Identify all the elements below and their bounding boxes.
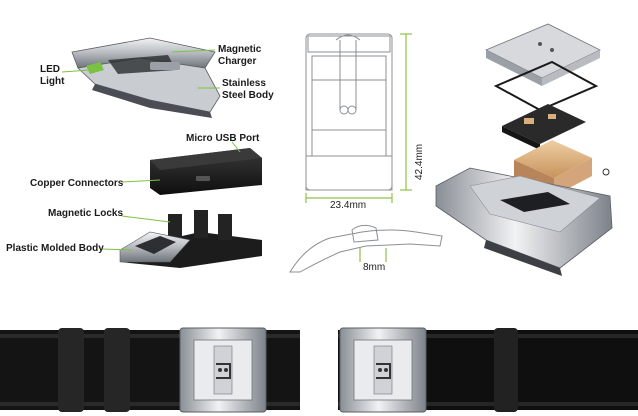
led-light-label-line1: LED (40, 64, 60, 75)
led-light-label: LED Light (40, 64, 64, 88)
plastic-molded-body-label: Plastic Molded Body (6, 243, 104, 254)
stainless-steel-body-label-line2: Steel Body (222, 90, 274, 101)
leader-lines-top (61, 49, 220, 89)
magnetic-charger-label-line2: Charger (218, 56, 257, 67)
leader-lines-bottom (101, 215, 171, 251)
belt-left (0, 327, 300, 413)
copper-connectors-label: Copper Connectors (30, 178, 124, 189)
leader-lines-middle (121, 141, 241, 183)
stainless-steel-body-label: Stainless Steel Body (222, 78, 274, 102)
width-dimension-label: 23.4mm (330, 200, 367, 211)
led-light-label-line2: Light (40, 76, 65, 87)
dimension-lines (305, 33, 412, 262)
magnetic-charger-label: Magnetic Charger (218, 44, 261, 68)
lock-base-assembly (119, 210, 262, 268)
exploded-view (435, 23, 613, 276)
buckle-side-drawing (289, 224, 443, 273)
thickness-dimension-label: 8mm (363, 262, 386, 273)
magnetic-locks-label: Magnetic Locks (48, 208, 124, 219)
buckle-top-assembly (71, 37, 221, 118)
stainless-steel-body-label-line1: Stainless (222, 78, 266, 89)
magnetic-charger-label-line1: Magnetic (218, 44, 262, 55)
micro-usb-port-label: Micro USB Port (186, 133, 260, 144)
charging-module (150, 148, 262, 195)
height-dimension-label: 42.4mm (414, 143, 425, 180)
belt-right (338, 327, 638, 413)
buckle-front-drawing (305, 33, 393, 191)
